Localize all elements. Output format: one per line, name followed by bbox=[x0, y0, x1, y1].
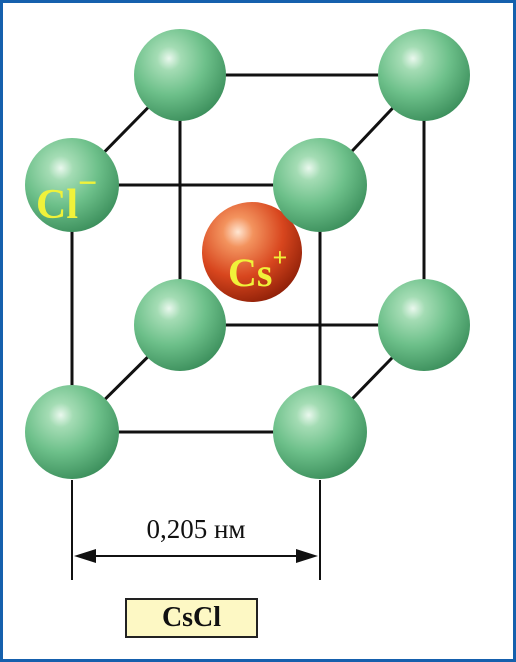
anion-sphere-front-top-right bbox=[273, 138, 367, 232]
formula-label-box: CsCl bbox=[125, 598, 258, 638]
arrowhead-left bbox=[74, 549, 96, 563]
cation-charge: + bbox=[272, 243, 287, 272]
dimension-label: 0,205 нм bbox=[146, 514, 245, 544]
arrowhead-right bbox=[296, 549, 318, 563]
anion-sphere-back-top-right bbox=[378, 29, 470, 121]
formula-text: CsCl bbox=[161, 602, 222, 633]
dimension-marker bbox=[71, 480, 321, 580]
anion-sphere-back-bottom-right bbox=[378, 279, 470, 371]
anion-label: Cl− bbox=[36, 165, 97, 228]
anion-charge: − bbox=[78, 165, 97, 202]
anion-sphere-front-bottom-right bbox=[273, 385, 367, 479]
anion-sphere-back-bottom-left bbox=[134, 279, 226, 371]
anion-symbol: Cl bbox=[36, 182, 78, 228]
anion-sphere-back-top-left bbox=[134, 29, 226, 121]
cation-symbol: Cs bbox=[228, 250, 272, 295]
anion-sphere-front-bottom-left bbox=[25, 385, 119, 479]
cation-sphere-center bbox=[202, 202, 302, 302]
anion-sphere-front-top-left bbox=[25, 138, 119, 232]
cation-label: Cs+ bbox=[228, 243, 287, 295]
